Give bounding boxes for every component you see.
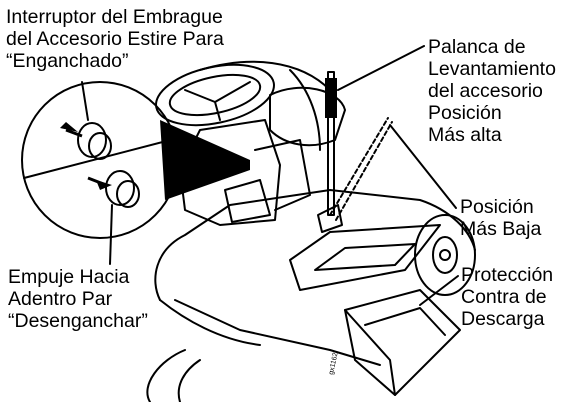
discharge-guard-edge bbox=[344, 309, 396, 396]
discharge-guard bbox=[344, 289, 461, 396]
leader-clutch bbox=[81, 81, 89, 121]
discharge-guard-label: Protección Contra de Descarga bbox=[461, 264, 553, 330]
leader-guard bbox=[419, 275, 459, 306]
lift-lever-line-3: del accesorio bbox=[428, 80, 543, 102]
clutch-switch-line-2: del Accesorio Estire Para bbox=[6, 28, 224, 50]
console-front bbox=[224, 179, 271, 223]
lift-lever-line-2: Levantamiento bbox=[428, 58, 556, 80]
knob-pulled bbox=[77, 122, 107, 158]
discharge-guard-line-2: Contra de bbox=[461, 286, 547, 308]
clutch-switch-line-1: Interruptor del Embrague bbox=[6, 6, 223, 28]
callout-wedge bbox=[160, 120, 250, 200]
lowest-position-line-1: Posición bbox=[460, 196, 534, 218]
steering-spokes bbox=[184, 81, 251, 121]
discharge-guard-line-1: Protección bbox=[461, 264, 554, 286]
push-in-label: Empuje Hacia Adentro Par “Desenganchar” bbox=[8, 266, 148, 332]
knob-pushed bbox=[105, 170, 135, 206]
front-wheel-center bbox=[439, 249, 451, 261]
lever-base bbox=[317, 204, 343, 233]
lift-lever-line-5: Más alta bbox=[428, 124, 502, 146]
seat bbox=[269, 86, 346, 147]
lift-lever-up bbox=[327, 71, 335, 216]
clutch-switch-line-3: “Enganchado” bbox=[6, 50, 129, 72]
knob-pulled-base bbox=[88, 132, 112, 160]
knob-pushed-base bbox=[116, 180, 140, 208]
clutch-switch-label: Interruptor del Embrague del Accesorio E… bbox=[6, 6, 224, 72]
lever-grip bbox=[325, 78, 337, 118]
lift-lever-line-4: Posición bbox=[428, 102, 502, 124]
leader-lever bbox=[337, 45, 425, 91]
arrow-pull bbox=[60, 122, 78, 132]
tractor-hood bbox=[154, 189, 476, 301]
discharge-guard-line-3: Descarga bbox=[461, 308, 545, 330]
footrest-inner bbox=[314, 243, 416, 271]
front-wheel bbox=[414, 214, 476, 296]
lowest-position-label: Posición Más Baja bbox=[460, 196, 541, 240]
lift-lever-down bbox=[329, 117, 393, 221]
tractor-side bbox=[159, 299, 261, 346]
footrest bbox=[289, 224, 441, 291]
leader-push bbox=[109, 204, 113, 265]
front-wheel-hub bbox=[432, 236, 458, 274]
rear-fender-lower bbox=[289, 69, 321, 151]
steering-wheel-inner bbox=[168, 73, 262, 117]
rear-wheel bbox=[146, 349, 186, 402]
discharge-guard-inner bbox=[364, 307, 446, 336]
rear-wheel-tread bbox=[177, 359, 201, 402]
push-in-line-2: Adentro Par bbox=[8, 288, 113, 310]
console bbox=[179, 119, 281, 226]
lowest-position-line-2: Más Baja bbox=[460, 218, 542, 240]
push-in-line-3: “Desenganchar” bbox=[8, 310, 148, 332]
lift-lever-label: Palanca de Levantamiento del accesorio P… bbox=[428, 36, 556, 146]
console-panel bbox=[254, 139, 311, 211]
push-in-line-1: Empuje Hacia bbox=[8, 266, 130, 288]
leader-low bbox=[389, 124, 457, 209]
lift-lever-line-1: Palanca de bbox=[428, 36, 526, 58]
